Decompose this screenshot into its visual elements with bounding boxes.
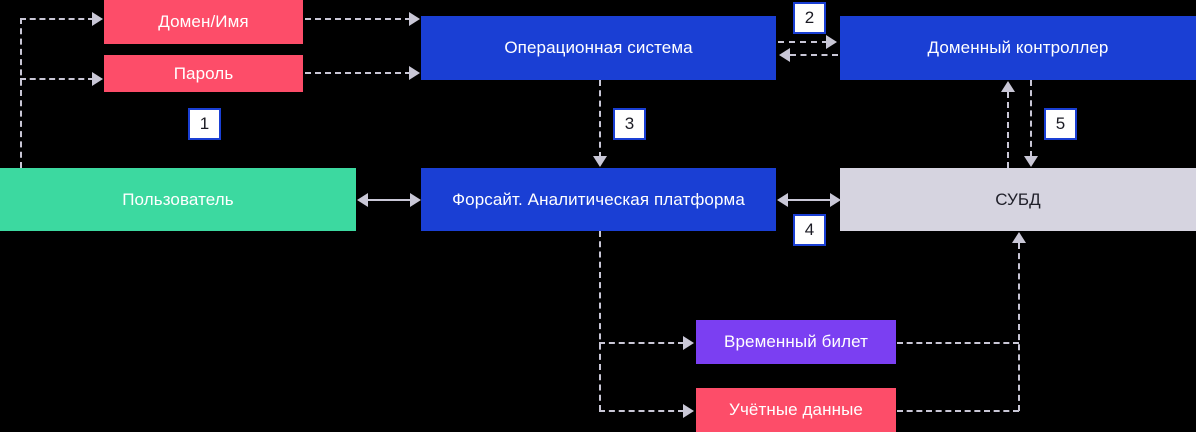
- edge-domain-controller-to-dbms: [1030, 80, 1032, 157]
- node-user[interactable]: Пользователь: [0, 168, 356, 231]
- edge-user-foresight: [366, 199, 412, 201]
- edge-os-to-foresight: [599, 80, 601, 158]
- edge-os-to-domain-controller: [778, 41, 828, 43]
- arrowhead-domain-to-os: [409, 12, 420, 26]
- edge-domain-controller-to-os: [790, 54, 838, 56]
- edge-foresight-bottom-trunk: [599, 231, 601, 411]
- arrowhead-user-to-password: [92, 72, 103, 86]
- arrowhead-foresight-to-user: [357, 193, 368, 207]
- node-operating-system[interactable]: Операционная система: [421, 16, 776, 80]
- arrowhead-dbms-to-foresight: [777, 193, 788, 207]
- arrowhead-user-to-foresight: [410, 193, 421, 207]
- arrowhead-domain-controller-to-dbms: [1024, 156, 1038, 167]
- edge-user-trunk: [20, 18, 22, 168]
- edge-bottom-to-dbms-trunk: [1018, 243, 1020, 411]
- node-password[interactable]: Пароль: [104, 55, 303, 92]
- node-dbms[interactable]: СУБД: [840, 168, 1196, 231]
- edge-temp-ticket-to-right-trunk: [897, 342, 1019, 344]
- edge-password-to-os: [305, 72, 411, 74]
- step-badge-5: 5: [1044, 108, 1077, 140]
- node-domain-name[interactable]: Домен/Имя: [104, 0, 303, 44]
- arrowhead-domain-controller-to-os: [779, 48, 790, 62]
- edge-foresight-to-temp-ticket: [599, 342, 684, 344]
- arrowhead-os-to-domain-controller: [826, 35, 837, 49]
- arrowhead-user-to-domain: [92, 12, 103, 26]
- arrowhead-foresight-to-credentials: [683, 404, 694, 418]
- edge-foresight-dbms: [786, 199, 832, 201]
- arrowhead-os-to-foresight: [593, 156, 607, 167]
- node-domain-controller[interactable]: Доменный контроллер: [840, 16, 1196, 80]
- edge-user-to-domain: [20, 18, 94, 20]
- arrowhead-foresight-to-temp-ticket: [683, 336, 694, 350]
- arrowhead-foresight-to-dbms: [830, 193, 841, 207]
- step-badge-2: 2: [793, 2, 826, 34]
- edge-dbms-to-domain-controller: [1007, 92, 1009, 168]
- arrowhead-bottom-to-dbms: [1012, 232, 1026, 243]
- step-badge-3: 3: [613, 108, 646, 140]
- node-temporary-ticket[interactable]: Временный билет: [696, 320, 896, 364]
- edge-user-to-password: [20, 78, 94, 80]
- edge-foresight-to-credentials: [599, 410, 684, 412]
- edge-credentials-to-right-trunk: [897, 410, 1019, 412]
- node-foresight-analytics-platform[interactable]: Форсайт. Аналитическая платформа: [421, 168, 776, 231]
- step-badge-4: 4: [793, 214, 826, 246]
- arrowhead-password-to-os: [409, 66, 420, 80]
- arrowhead-dbms-to-domain-controller: [1001, 81, 1015, 92]
- edge-domain-to-os: [305, 18, 411, 20]
- step-badge-1: 1: [188, 108, 221, 140]
- node-credentials[interactable]: Учётные данные: [696, 388, 896, 432]
